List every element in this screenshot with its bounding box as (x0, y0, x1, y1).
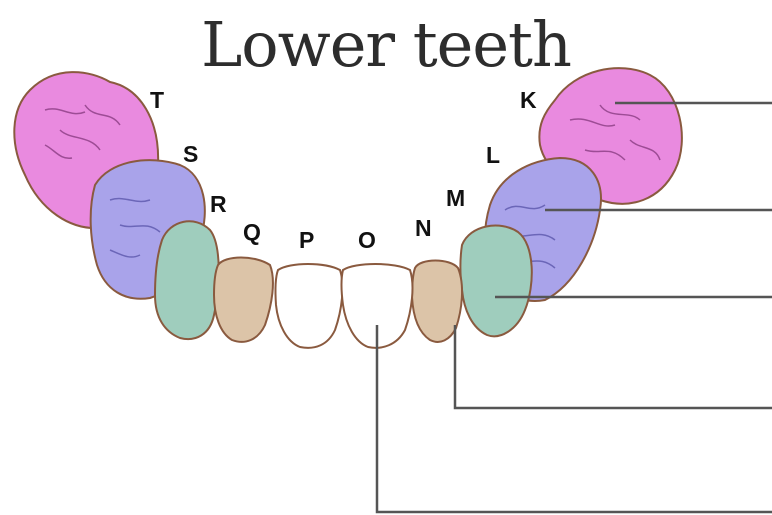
label-K: K (520, 87, 537, 113)
label-T: T (150, 87, 164, 113)
label-R: R (210, 191, 227, 217)
leader-line-lateral (455, 325, 772, 408)
label-P: P (299, 227, 314, 253)
leader-line-incisor (377, 325, 772, 512)
tooth-canine-right (461, 226, 532, 337)
tooth-canine-left (155, 221, 219, 339)
label-M: M (446, 185, 465, 211)
label-O: O (358, 227, 376, 253)
label-L: L (486, 142, 500, 168)
label-N: N (415, 215, 432, 241)
label-Q: Q (243, 219, 261, 245)
tooth-incisor-left (275, 264, 342, 348)
label-S: S (183, 141, 198, 167)
tooth-lateral-left (214, 258, 273, 342)
